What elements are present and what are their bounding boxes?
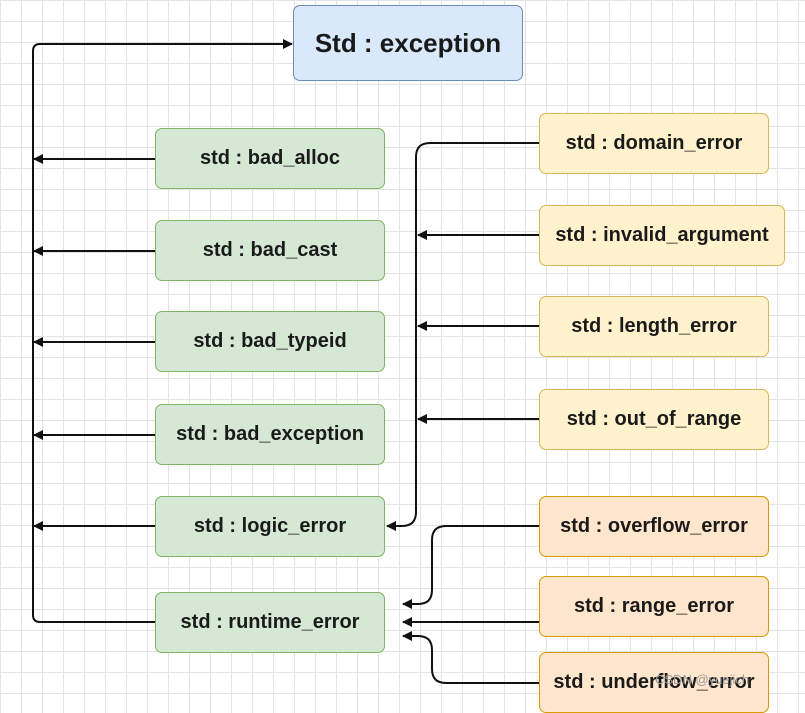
node-out-of-range: std : out_of_range	[539, 389, 769, 450]
watermark: CSDN @yuejich	[655, 672, 750, 687]
node-bad-typeid: std : bad_typeid	[155, 311, 385, 372]
arrow-runtime-error-to-exception	[32, 39, 293, 623]
node-range-error: std : range_error	[539, 576, 769, 637]
node-domain-error: std : domain_error	[539, 113, 769, 174]
node-std-exception: Std : exception	[293, 5, 523, 81]
node-overflow-error: std : overflow_error	[539, 496, 769, 557]
arrow-underflow-error-to-runtime-error	[402, 631, 540, 684]
node-length-error: std : length_error	[539, 296, 769, 357]
node-bad-exception: std : bad_exception	[155, 404, 385, 465]
node-bad-cast: std : bad_cast	[155, 220, 385, 281]
arrow-domain-error-to-logic-error	[386, 142, 540, 531]
arrow-overflow-error-to-runtime-error	[402, 525, 540, 609]
connector-layer	[32, 39, 540, 684]
node-bad-alloc: std : bad_alloc	[155, 128, 385, 189]
node-invalid-argument: std : invalid_argument	[539, 205, 785, 266]
node-runtime-error: std : runtime_error	[155, 592, 385, 653]
node-logic-error: std : logic_error	[155, 496, 385, 557]
